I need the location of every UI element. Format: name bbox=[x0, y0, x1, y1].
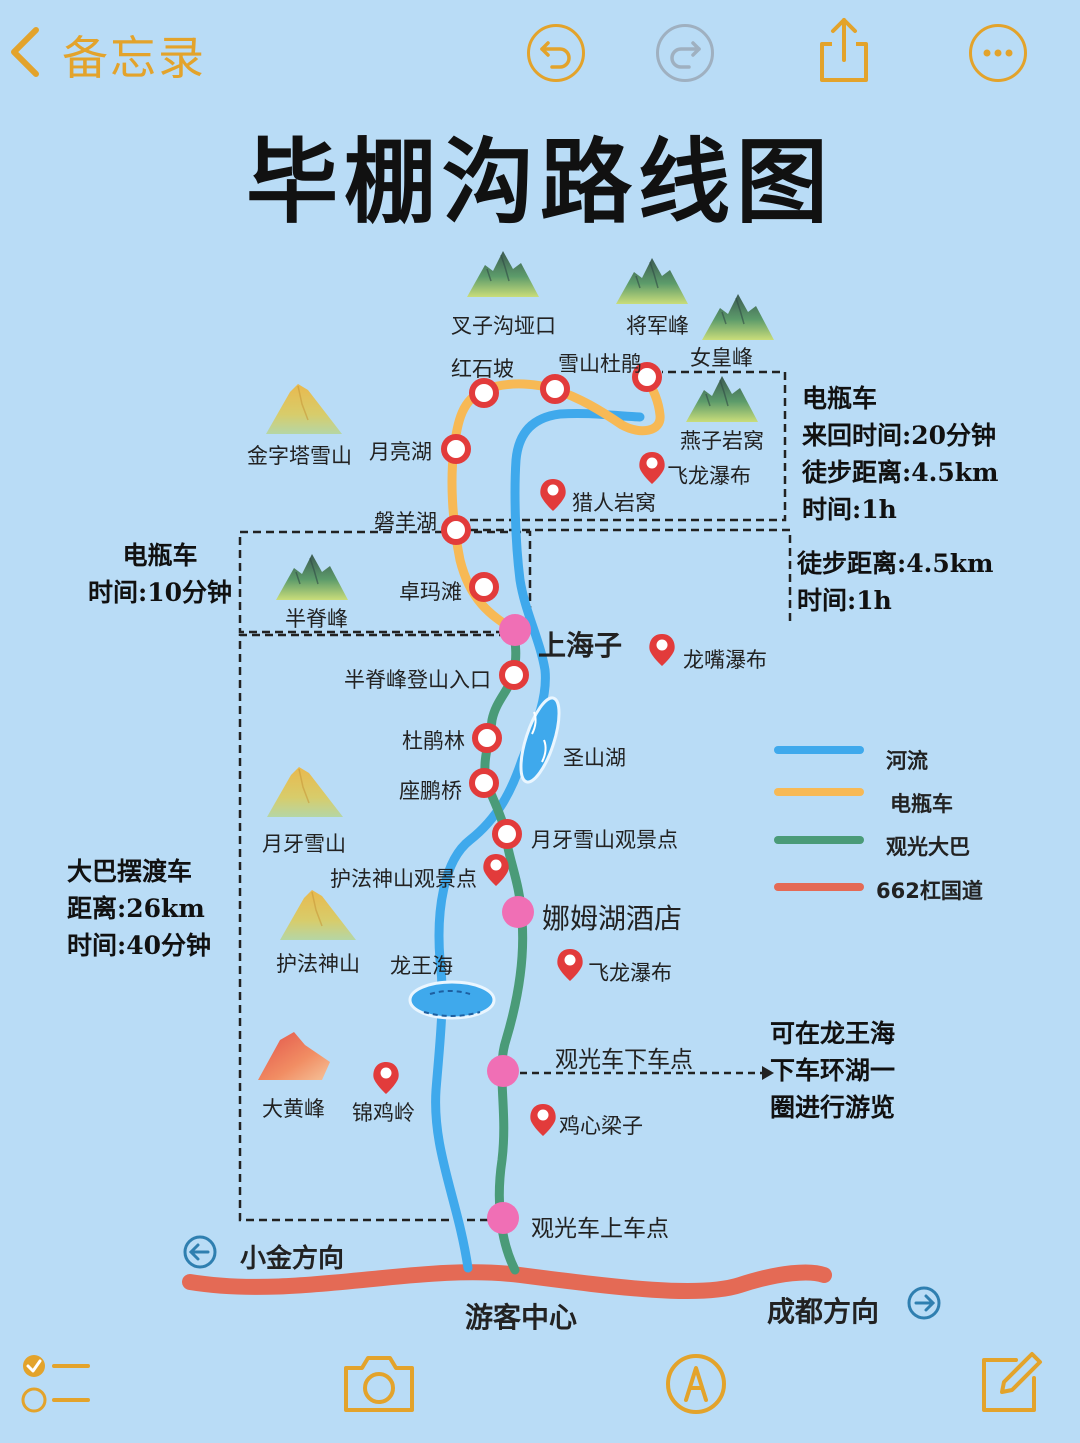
peak-chazigou-label: 叉子沟垭口 bbox=[451, 314, 556, 338]
stop-zhuomatan-label: 卓玛滩 bbox=[399, 580, 462, 604]
more-button[interactable] bbox=[969, 24, 1027, 82]
legend-highway-label: 662杠国道 bbox=[876, 879, 983, 903]
checklist-button[interactable] bbox=[18, 1350, 94, 1416]
map-title: 毕棚沟路线图 bbox=[245, 129, 834, 236]
info-bus: 大巴摆渡车 距离:26km 时间:40分钟 bbox=[67, 853, 211, 964]
place-jixinliangzi-label: 鸡心梁子 bbox=[559, 1114, 643, 1138]
peak-jinzita-label: 金字塔雪山 bbox=[247, 444, 352, 468]
info-upper-line: 徒步距离:4.5km bbox=[802, 458, 999, 487]
info-upper-line: 时间:1h bbox=[802, 495, 897, 524]
peak-banji-label: 半脊峰 bbox=[285, 607, 348, 631]
stop-hongshipo-label: 红石坡 bbox=[451, 357, 514, 381]
peak-nvhuang-label: 女皇峰 bbox=[690, 346, 753, 370]
stop-banji-entry-label: 半脊峰登山入口 bbox=[344, 668, 491, 692]
info-middle-right-line: 时间:1h bbox=[797, 586, 892, 615]
info-upper-line: 电瓶车 bbox=[802, 384, 878, 413]
stop-yueya-view-label: 月牙雪山观景点 bbox=[531, 828, 678, 852]
legend-bus-label: 观光大巴 bbox=[886, 835, 970, 859]
info-note-line: 圈进行游览 bbox=[770, 1093, 896, 1122]
stop-dujuanlin-label: 杜鹃林 bbox=[402, 729, 465, 753]
camera-button[interactable] bbox=[340, 1352, 418, 1416]
info-middle-right-line: 徒步距离:4.5km bbox=[797, 549, 994, 578]
chevron-left-icon bbox=[11, 27, 39, 77]
place-feilong-top-label: 飞龙瀑布 bbox=[667, 464, 751, 488]
peak-yueya-label: 月牙雪山 bbox=[262, 832, 346, 856]
markup-button[interactable] bbox=[664, 1352, 728, 1416]
info-bus-line: 距离:26km bbox=[67, 894, 205, 923]
info-middle-left-line: 时间:10分钟 bbox=[87, 578, 233, 607]
back-button[interactable]: 备忘录 bbox=[0, 18, 210, 88]
info-bus-line: 时间:40分钟 bbox=[67, 931, 212, 960]
stop-zuopengqiao-label: 座鹏桥 bbox=[399, 779, 462, 803]
share-icon[interactable] bbox=[814, 14, 874, 84]
stop-yuelianghu-label: 月亮湖 bbox=[369, 440, 432, 464]
place-shanghaizi-label: 上海子 bbox=[538, 629, 623, 662]
back-label: 备忘录 bbox=[62, 31, 206, 85]
place-feilong-bottom-label: 飞龙瀑布 bbox=[588, 961, 672, 985]
stop-panyanghu-label: 磐羊湖 bbox=[374, 510, 437, 534]
info-note-line: 下车环湖一 bbox=[770, 1056, 896, 1085]
place-jinjiling-label: 锦鸡岭 bbox=[352, 1101, 415, 1125]
place-shengshanhu-label: 圣山湖 bbox=[563, 746, 626, 770]
left-arrow-circle-icon bbox=[183, 1235, 217, 1269]
place-visitor-center-label: 游客中心 bbox=[465, 1301, 578, 1334]
peak-dahuang-label: 大黄峰 bbox=[262, 1097, 325, 1121]
legend-cart-label: 电瓶车 bbox=[890, 792, 953, 816]
info-note: 可在龙王海 下车环湖一 圈进行游览 bbox=[770, 1015, 895, 1126]
place-yanziyanwo-label: 燕子岩窝 bbox=[680, 429, 764, 453]
place-guanguang-shang-label: 观光车上车点 bbox=[531, 1216, 669, 1242]
place-hufa-view-label: 护法神山观景点 bbox=[330, 867, 477, 891]
compose-button[interactable] bbox=[976, 1350, 1044, 1418]
place-lierenyanwo-label: 猎人岩窝 bbox=[572, 491, 656, 515]
undo-icon bbox=[540, 41, 571, 69]
redo-icon bbox=[670, 41, 701, 69]
info-upper-line: 来回时间:20分钟 bbox=[802, 421, 997, 450]
place-longzui-label: 龙嘴瀑布 bbox=[683, 648, 767, 672]
info-note-line: 可在龙王海 bbox=[770, 1019, 896, 1048]
right-arrow-circle-icon bbox=[907, 1286, 941, 1320]
peak-jiangjun-label: 将军峰 bbox=[626, 314, 689, 338]
undo-button[interactable] bbox=[527, 24, 585, 82]
stop-xueshan-dujuan-label: 雪山杜鹃 bbox=[558, 352, 642, 376]
peak-hufa-label: 护法神山 bbox=[276, 952, 360, 976]
redo-button[interactable] bbox=[656, 24, 714, 82]
direction-chengdu-label: 成都方向 bbox=[767, 1295, 880, 1328]
info-bus-line: 大巴摆渡车 bbox=[67, 857, 193, 886]
info-upper: 电瓶车 来回时间:20分钟 徒步距离:4.5km 时间:1h bbox=[802, 380, 999, 528]
place-guanguang-xia-label: 观光车下车点 bbox=[555, 1047, 693, 1073]
info-middle-left: 电瓶车 时间:10分钟 bbox=[85, 537, 235, 611]
info-middle-left-line: 电瓶车 bbox=[122, 541, 198, 570]
more-icon bbox=[983, 49, 1013, 57]
legend-river-label: 河流 bbox=[886, 749, 928, 773]
place-longwanghai-label: 龙王海 bbox=[390, 954, 453, 978]
direction-xiaojin-label: 小金方向 bbox=[240, 1244, 345, 1274]
place-namuhu-label: 娜姆湖酒店 bbox=[542, 902, 683, 935]
info-middle-right: 徒步距离:4.5km 时间:1h bbox=[797, 545, 994, 619]
